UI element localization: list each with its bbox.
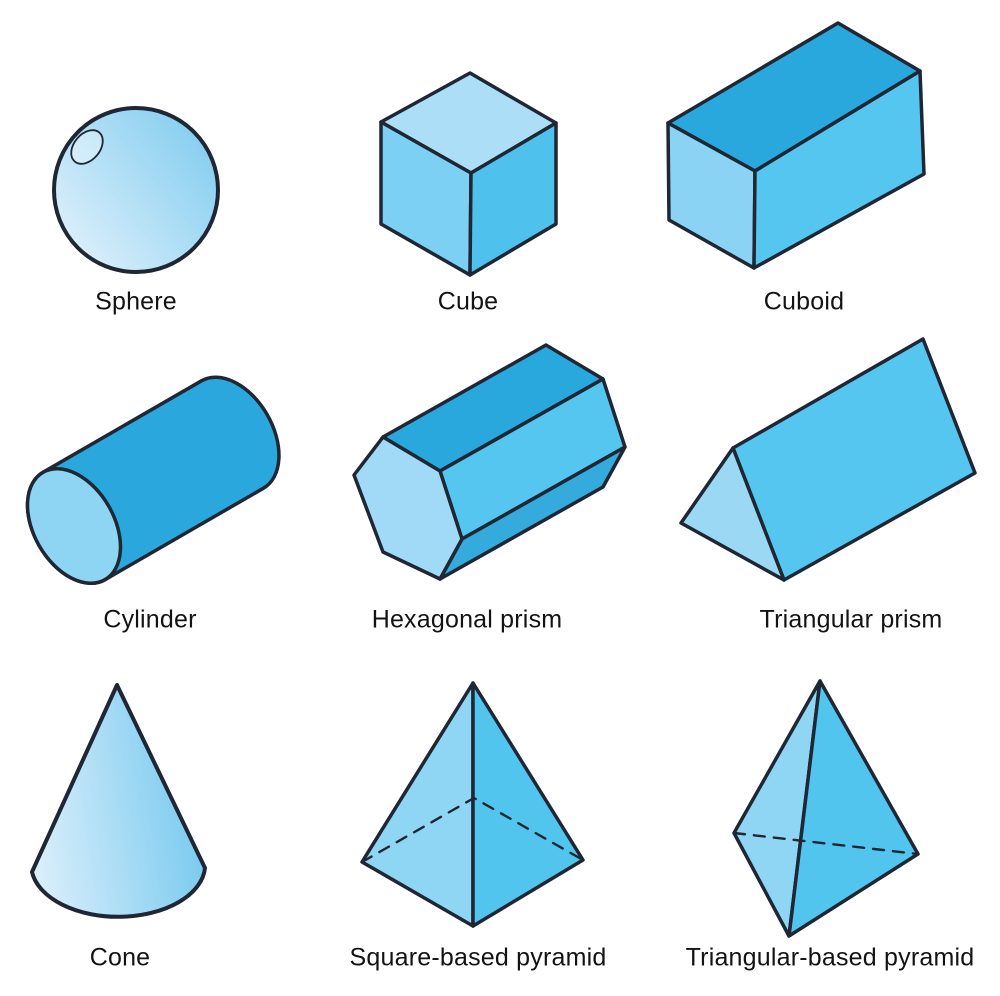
hexprism-hexagon-face bbox=[352, 435, 464, 581]
cuboid-front-face bbox=[752, 69, 926, 270]
sphere-highlight bbox=[70, 129, 104, 165]
cube-shape bbox=[379, 71, 558, 277]
cone-body bbox=[30, 683, 207, 919]
tripyramid-right-face bbox=[787, 679, 920, 938]
label-square-pyramid: Square-based pyramid bbox=[349, 943, 607, 972]
label-cube: Cube bbox=[437, 287, 499, 316]
triangular-prism-shape bbox=[679, 337, 977, 582]
cone-shape bbox=[30, 683, 207, 919]
triprism-triangle-face bbox=[679, 446, 786, 582]
sqpyramid-right-face bbox=[471, 681, 585, 928]
label-cuboid: Cuboid bbox=[763, 287, 845, 316]
tripyramid-hidden-edge bbox=[732, 831, 920, 856]
cylinder-end-face bbox=[25, 466, 123, 586]
label-hexagonal-prism: Hexagonal prism bbox=[371, 605, 563, 634]
label-triangular-pyramid: Triangular-based pyramid bbox=[685, 943, 975, 972]
triangular-pyramid-shape bbox=[732, 679, 920, 938]
cuboid-shape bbox=[666, 21, 926, 270]
sphere-shape bbox=[52, 106, 220, 274]
label-sphere: Sphere bbox=[95, 287, 177, 316]
cylinder-shape bbox=[25, 375, 281, 586]
cube-right-face bbox=[468, 121, 558, 277]
hexagonal-prism-shape bbox=[352, 343, 627, 581]
sqpyramid-hidden-edges bbox=[360, 796, 585, 864]
label-cylinder: Cylinder bbox=[103, 605, 197, 634]
sqpyramid-left-face bbox=[360, 681, 475, 928]
label-cone: Cone bbox=[89, 943, 151, 972]
square-pyramid-shape bbox=[360, 681, 585, 928]
sphere-body bbox=[52, 106, 220, 274]
label-triangular-prism: Triangular prism bbox=[759, 605, 943, 634]
